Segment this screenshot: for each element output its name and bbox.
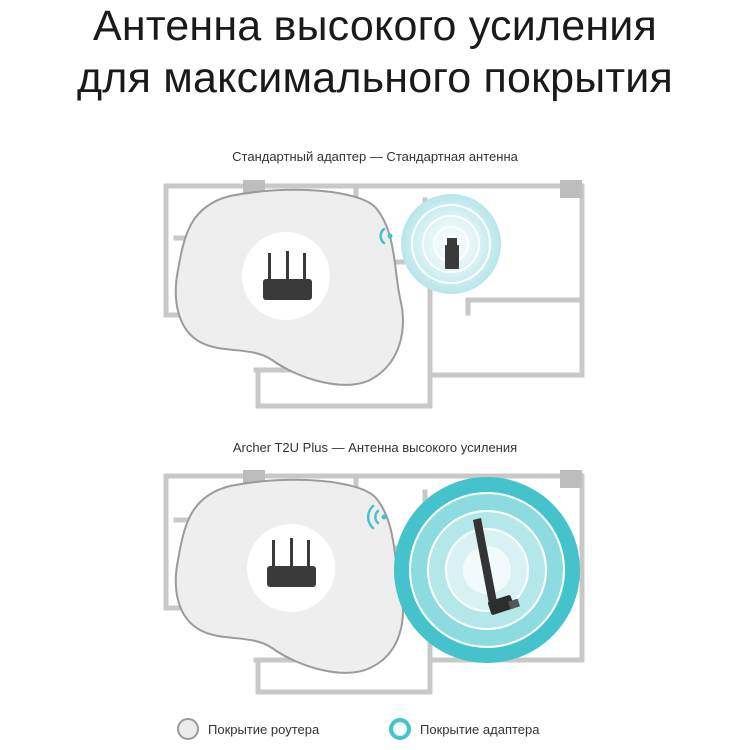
- panel-high-gain: [163, 470, 585, 695]
- legend: Покрытие роутера Покрытие адаптера: [0, 718, 750, 746]
- legend-item-router: Покрытие роутера: [177, 718, 319, 740]
- wall-pillar: [560, 470, 582, 488]
- router-icon: [263, 251, 312, 300]
- title-line-2: для максимального покрытия: [77, 54, 673, 102]
- high-gain-usb-adapter-icon: [473, 518, 520, 615]
- legend-label-router: Покрытие роутера: [208, 721, 320, 737]
- wifi-signal-icon: [379, 227, 393, 245]
- page-title: Антенна высокого усиления для максимальн…: [0, 0, 750, 104]
- wall-pillar: [560, 180, 582, 198]
- router-coverage-swatch: [177, 718, 199, 740]
- legend-label-adapter: Покрытие адаптера: [420, 721, 540, 737]
- adapter-coverage-swatch: [389, 718, 411, 740]
- panel-standard: [163, 180, 585, 409]
- usb-adapter-icon: [445, 238, 459, 269]
- wifi-signal-icon: [366, 504, 387, 530]
- legend-item-adapter: Покрытие адаптера: [389, 718, 539, 740]
- panel-caption-high-gain: Archer T2U Plus — Антенна высокого усиле…: [232, 440, 518, 455]
- router-icon: [267, 538, 316, 587]
- panel-caption-standard: Стандартный адаптер — Стандартная антенн…: [232, 149, 518, 164]
- title-line-1: Антенна высокого усиления: [93, 2, 657, 50]
